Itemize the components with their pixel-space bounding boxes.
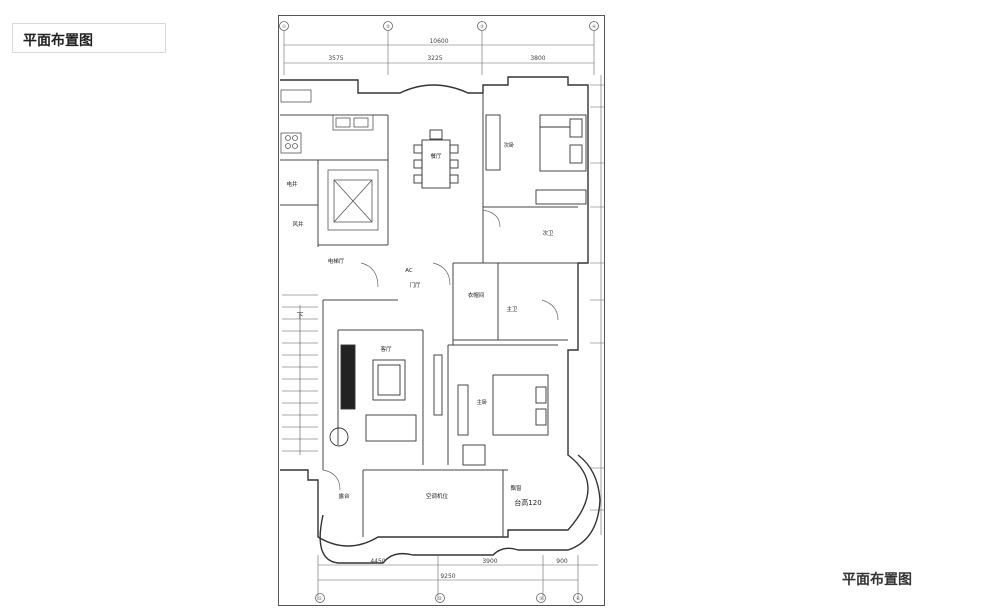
dim-top-segment: 3575 [328,55,343,62]
room-bathroom-2-label: 次卫 [542,229,554,237]
dim-bottom-segment: 4450 [370,558,385,565]
room-bay-height-label: 台高120 [514,498,541,507]
axis-label: ② [386,24,390,30]
room-closet-label: 衣帽间 [468,291,485,299]
room-foyer-label: 门厅 [409,281,421,289]
dim-top-total: 10600 [429,38,448,45]
top-dimension-lines [283,31,595,75]
top-axis-bubbles [279,21,599,31]
floor-plan: ① ② ③ ④ 10600 3575 3225 3800 100 600 185… [278,15,605,606]
room-dining-label: 餐厅 [430,152,442,160]
right-dimension-lines [590,75,605,535]
kitchen-counters [280,89,374,154]
dim-top-segment: 3800 [530,55,545,62]
room-elevator-hall-label: 电梯厅 [328,257,345,265]
drawing-frame [278,15,605,606]
dim-bottom-segment: 900 [556,558,568,565]
room-air-shaft-label: 风井 [292,220,304,228]
axis-bubble [536,593,546,603]
room-power-well-label: 电井 [286,180,298,188]
axis-bubble [435,593,445,603]
axis-bubble [589,21,599,31]
room-door-code-label: AC [405,268,413,274]
dim-bottom-total: 9250 [440,573,455,580]
dining-table [413,129,459,189]
room-balcony-label: 露台 [338,492,350,500]
room-ac-platform-label: 空调机位 [426,492,449,500]
living-furniture [329,344,443,447]
stairs [282,294,318,455]
outer-walls [280,76,601,564]
drawing-caption: 平面布置图 [842,572,912,588]
room-bathroom-1-label: 主卫 [506,305,518,313]
bottom-dimension-lines [317,555,598,600]
bedroom-bed [485,114,587,205]
axis-bubble [315,593,325,603]
axis-label: ① [282,24,286,30]
door-swings [322,209,559,491]
room-living-label: 客厅 [380,345,392,353]
axis-label: ② [438,596,442,602]
axis-bubble [477,21,487,31]
axis-label: ④ [592,24,596,30]
axis-label: ① [318,596,322,602]
axis-bubble [573,593,583,603]
room-master-bedroom-label: 主卧 [476,398,488,406]
dim-bottom-segment: 3900 [482,558,497,565]
interior-walls [280,93,578,537]
axis-bubble [279,21,289,31]
elevator [327,169,379,231]
dim-top-segment: 3225 [427,55,442,62]
master-bed [457,374,549,466]
room-bedroom-label: 次卧 [503,141,515,149]
floor-plan-drawing: ① ② ③ ④ 10600 3575 3225 3800 100 600 185… [278,15,605,606]
axis-label: ④ [576,596,580,602]
page-title: 平面布置图 [23,33,93,49]
axis-bubble [383,21,393,31]
title-box: 平面布置图 [12,23,166,53]
axis-label: ③ [480,24,484,30]
stair-direction-label: 下 [297,312,304,320]
bottom-axis-bubbles [315,593,583,603]
axis-label: ③ [539,596,543,602]
room-bay-window-label: 飘窗 [510,484,522,492]
